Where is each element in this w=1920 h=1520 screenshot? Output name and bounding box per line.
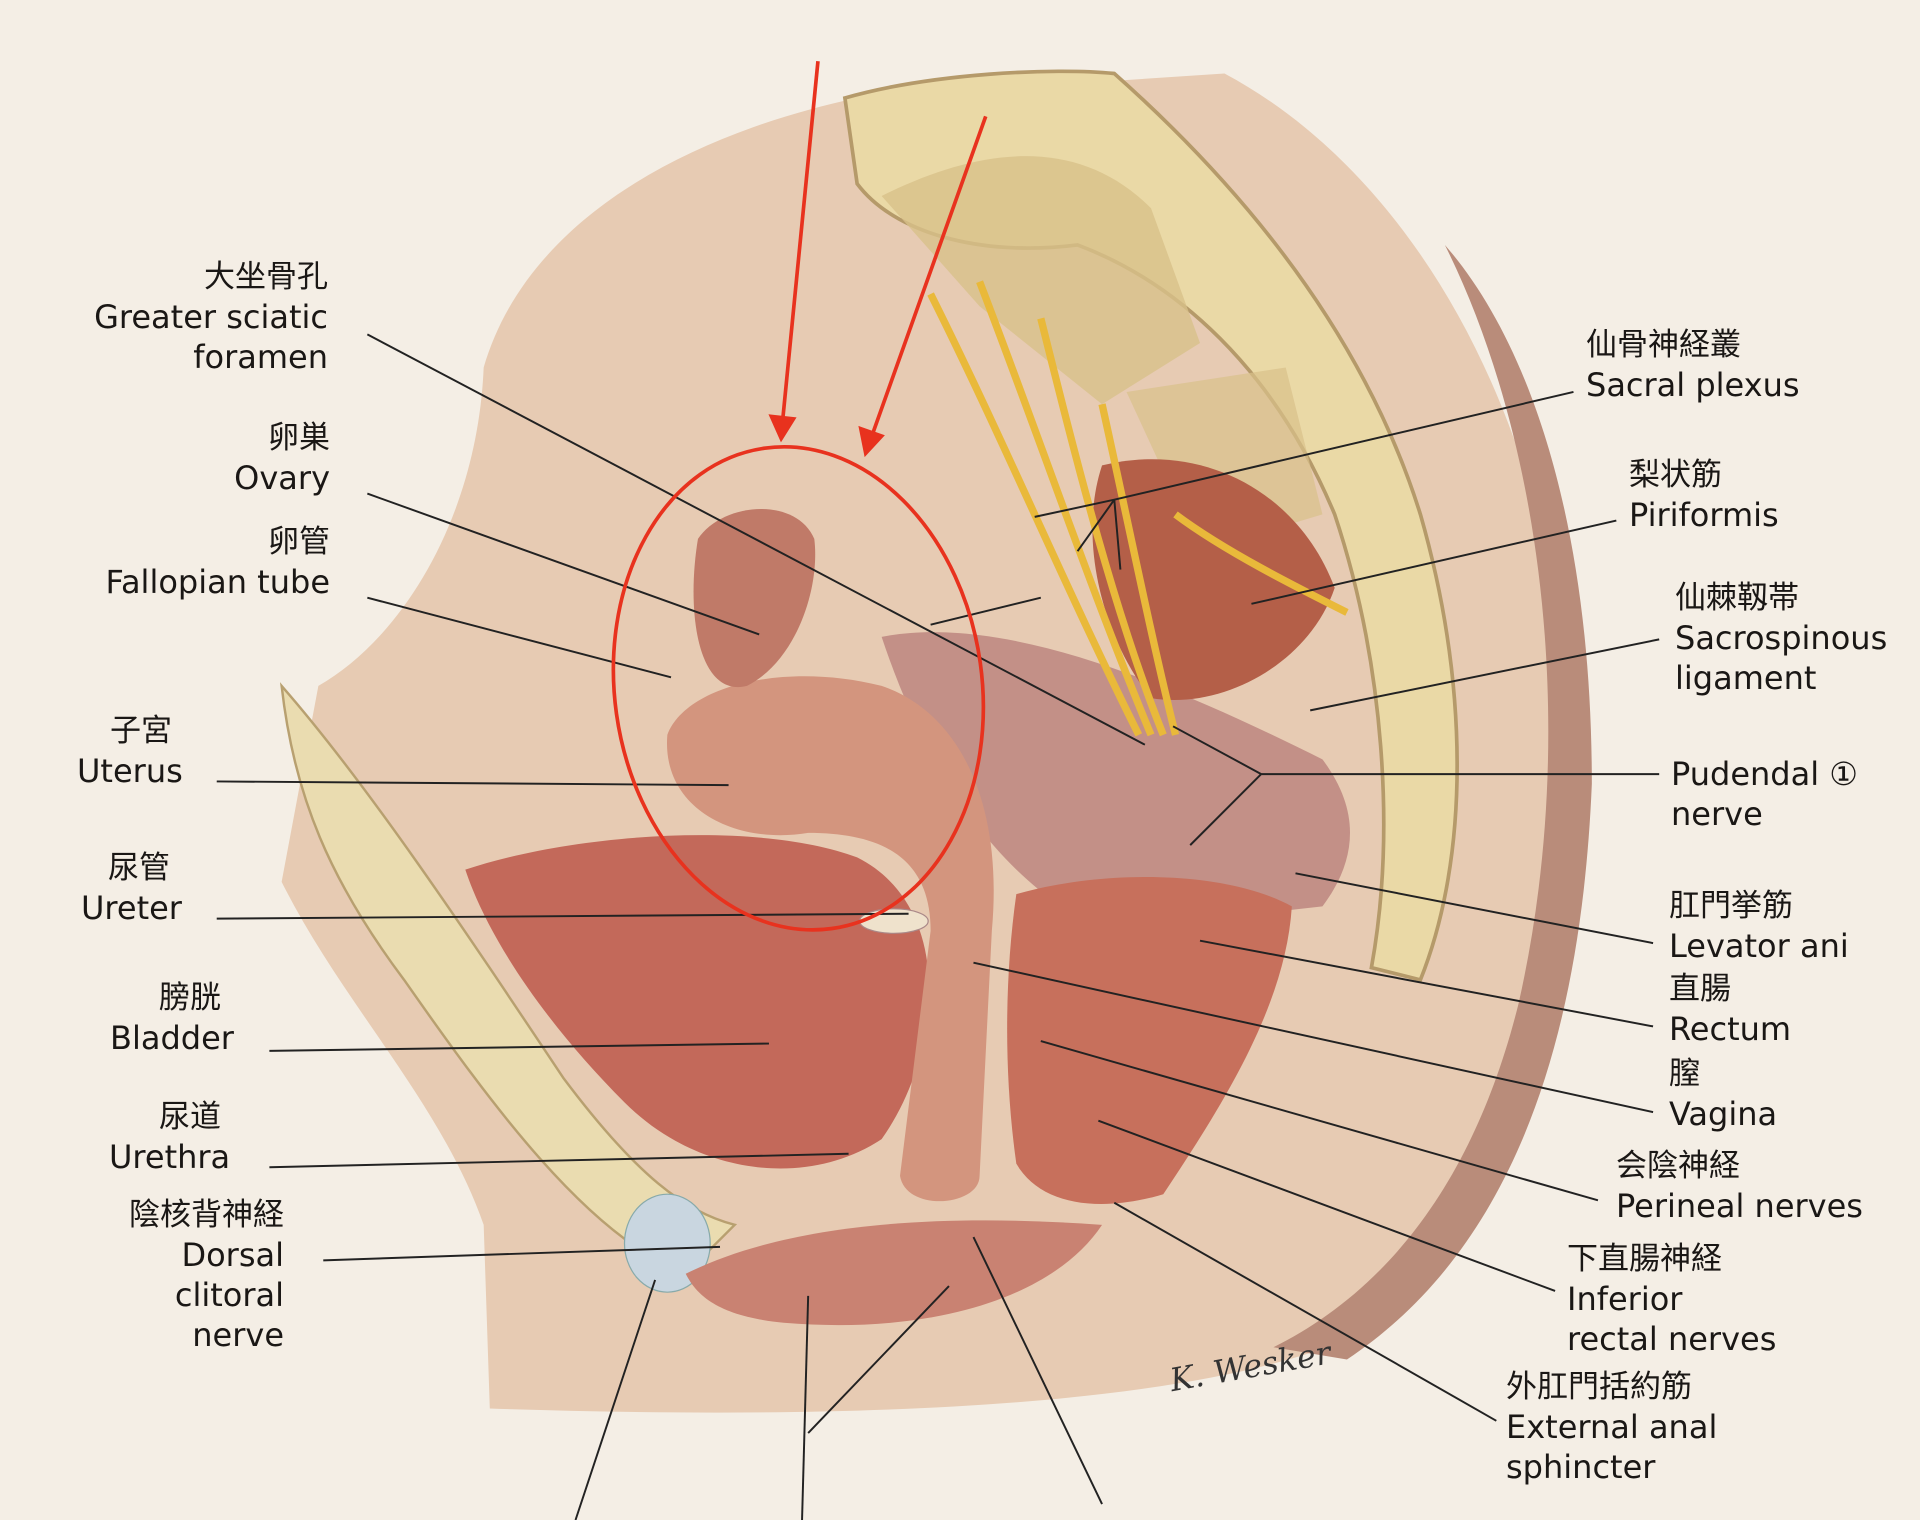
red-annotation [611,61,988,932]
label-jp: 膣 [1669,1056,1700,1092]
label-en: Vagina [1669,1095,1778,1133]
label-perineal-nerves: 会陰神経 Perineal nerves [1616,1146,1863,1226]
label-jp: 尿道 [159,1099,221,1135]
label-jp: 外肛門括約筋 [1506,1369,1692,1405]
perineum [685,1220,1103,1326]
label-en: Levator ani [1669,927,1849,965]
label-en: Fallopian tube [105,563,330,601]
label-fallopian-tube: 卵管 Fallopian tube [105,522,330,602]
label-jp: 直腸 [1669,971,1731,1007]
sacral-plexus-nerves [927,280,1349,737]
label-ureter: 尿管 Ureter [81,848,182,928]
label-vagina: 膣 Vagina [1669,1054,1777,1134]
label-jp: 尿管 [108,850,170,886]
label-jp: 子宮 [110,713,172,749]
label-en: foramen [193,338,328,376]
label-en: Sacrospinous [1675,619,1888,657]
label-sacrospinous-ligament: 仙棘靱帯 Sacrospinous ligament [1675,578,1887,698]
label-ovary: 卵巣 Ovary [234,418,330,498]
label-en: Uterus [77,752,183,790]
ovary [693,509,816,688]
label-jp: 陰核背神経 [129,1197,284,1233]
label-sacral-plexus: 仙骨神経叢 Sacral plexus [1586,325,1800,405]
label-en: rectal nerves [1567,1320,1777,1358]
label-en: Urethra [109,1138,231,1176]
red-circle-highlight [611,444,986,932]
label-en: ligament [1675,659,1817,697]
rectum [1007,877,1292,1204]
label-en: Piriformis [1629,496,1779,534]
leader-lines [216,333,1660,1520]
red-arrowhead-1 [768,414,797,443]
label-en: Greater sciatic [94,298,328,336]
label-jp: 肛門挙筋 [1669,888,1793,924]
label-jp: 仙棘靱帯 [1675,580,1799,616]
label-levator-ani: 肛門挙筋 Levator ani [1669,886,1849,966]
label-en: Dorsal [181,1236,284,1274]
label-en: nerve [192,1316,284,1354]
label-jp: 膀胱 [159,980,221,1016]
label-external-anal-sphincter: 外肛門括約筋 External anal sphincter [1506,1367,1717,1487]
label-en: Perineal nerves [1616,1187,1863,1225]
label-bladder: 膀胱 Bladder [110,978,234,1058]
pubic-symphysis [623,1193,711,1293]
bladder [465,835,930,1169]
label-jp: 下直腸神経 [1567,1241,1722,1277]
label-en: Sacral plexus [1586,366,1800,404]
label-jp: 仙骨神経叢 [1586,327,1741,363]
label-jp: 卵管 [268,524,330,560]
label-jp: 卵巣 [268,420,330,456]
label-urethra: 尿道 Urethra [109,1097,230,1177]
label-en: Ovary [234,459,330,497]
label-pudendal-nerve: Pudendal ① nerve [1671,754,1858,834]
label-en: nerve [1671,795,1763,833]
levator-muscle [881,632,1350,931]
red-arrow-2 [870,115,988,437]
label-piriformis: 梨状筋 Piriformis [1629,455,1779,535]
red-arrow-1 [780,61,820,423]
label-jp: 梨状筋 [1629,457,1722,493]
label-en: Rectum [1669,1010,1792,1048]
label-en: Ureter [81,889,182,927]
label-en: sphincter [1506,1448,1656,1486]
label-en: Pudendal ① [1671,755,1858,793]
label-greater-sciatic-foramen: 大坐骨孔 Greater sciatic foramen [94,257,328,377]
label-jp: 大坐骨孔 [204,259,328,295]
label-en: Inferior [1567,1280,1683,1318]
label-jp: 会陰神経 [1616,1148,1740,1184]
red-arrowhead-2 [858,425,885,458]
label-uterus: 子宮 Uterus [77,711,183,791]
label-rectum: 直腸 Rectum [1669,969,1791,1049]
ureter-end [858,908,929,934]
label-en: External anal [1506,1408,1718,1446]
label-dorsal-clitoral-nerve: 陰核背神経 Dorsal clitoral nerve [129,1195,284,1355]
label-inferior-rectal-nerves: 下直腸神経 Inferior rectal nerves [1567,1239,1776,1359]
label-en: Bladder [110,1019,234,1057]
uterus [666,676,994,1202]
label-en: clitoral [174,1276,284,1314]
